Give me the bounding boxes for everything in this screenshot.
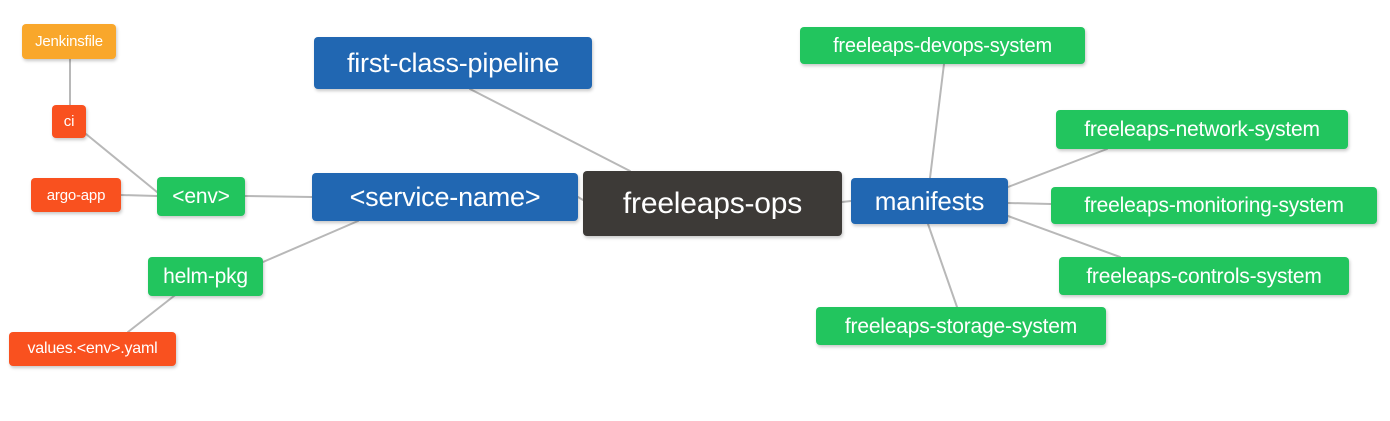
node-helm-pkg[interactable]: helm-pkg — [148, 257, 263, 296]
node-label-freeleaps-ops: freeleaps-ops — [622, 186, 803, 220]
edge-freeleaps-ops-to-manifests — [841, 200, 852, 203]
node-label-ci: ci — [63, 113, 75, 130]
node-ci[interactable]: ci — [52, 105, 86, 138]
node-freeleaps-ops[interactable]: freeleaps-ops — [583, 171, 842, 236]
node-label-freeleaps-network-system: freeleaps-network-system — [1084, 118, 1320, 141]
node-label-values-env-yaml: values.<env>.yaml — [27, 340, 158, 357]
edge-env-to-service-name — [244, 195, 313, 198]
edge-manifests-to-freeleaps-storage-system — [927, 223, 958, 308]
node-label-freeleaps-storage-system: freeleaps-storage-system — [844, 314, 1078, 338]
node-values-env-yaml[interactable]: values.<env>.yaml — [9, 332, 176, 366]
edge-manifests-to-freeleaps-devops-system — [929, 63, 945, 179]
node-label-env: <env> — [172, 185, 230, 208]
edge-service-name-to-helm-pkg — [262, 220, 359, 263]
node-jenkinsfile[interactable]: Jenkinsfile — [22, 24, 116, 59]
node-env[interactable]: <env> — [157, 177, 245, 216]
node-label-freeleaps-controls-system: freeleaps-controls-system — [1086, 264, 1322, 288]
node-freeleaps-monitoring-system[interactable]: freeleaps-monitoring-system — [1051, 187, 1377, 224]
edge-manifests-to-freeleaps-monitoring-system — [1007, 202, 1052, 205]
node-label-first-class-pipeline: first-class-pipeline — [346, 47, 560, 78]
node-label-freeleaps-devops-system: freeleaps-devops-system — [833, 34, 1052, 57]
node-argo-app[interactable]: argo-app — [31, 178, 121, 212]
node-label-freeleaps-monitoring-system: freeleaps-monitoring-system — [1084, 194, 1344, 217]
node-freeleaps-controls-system[interactable]: freeleaps-controls-system — [1059, 257, 1349, 295]
node-freeleaps-network-system[interactable]: freeleaps-network-system — [1056, 110, 1348, 149]
node-manifests[interactable]: manifests — [851, 178, 1008, 224]
edge-manifests-to-freeleaps-network-system — [1007, 148, 1108, 188]
node-label-jenkinsfile: Jenkinsfile — [35, 33, 103, 50]
node-label-service-name: <service-name> — [349, 181, 541, 212]
node-label-manifests: manifests — [874, 186, 985, 216]
node-freeleaps-storage-system[interactable]: freeleaps-storage-system — [816, 307, 1106, 345]
node-first-class-pipeline[interactable]: first-class-pipeline — [314, 37, 592, 89]
edge-first-class-pipeline-to-freeleaps-ops — [469, 88, 631, 172]
edge-argo-app-to-env — [120, 194, 158, 197]
node-service-name[interactable]: <service-name> — [312, 173, 578, 221]
node-freeleaps-devops-system[interactable]: freeleaps-devops-system — [800, 27, 1085, 64]
node-label-argo-app: argo-app — [46, 186, 106, 204]
node-label-helm-pkg: helm-pkg — [163, 265, 248, 288]
